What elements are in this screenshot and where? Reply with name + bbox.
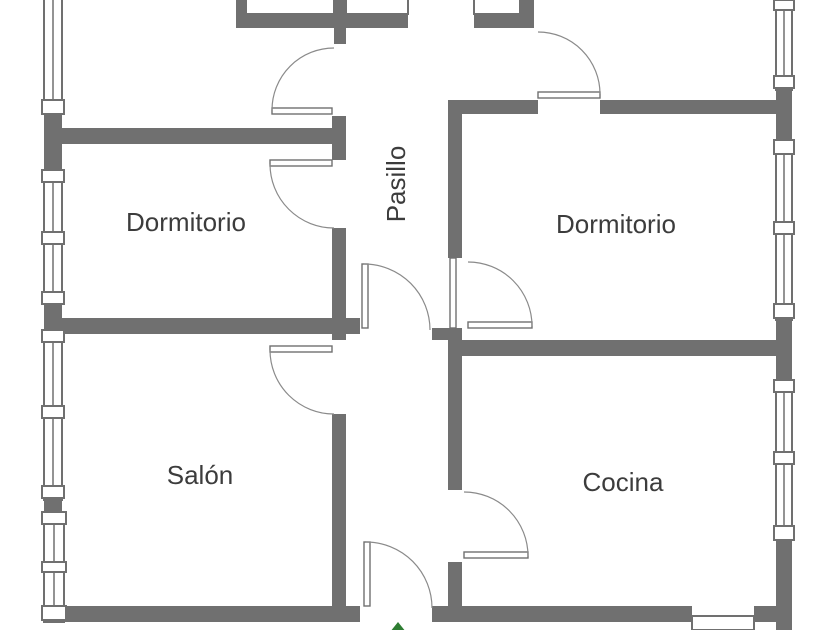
wall-top-c — [334, 0, 346, 44]
wall-dorm-left-top — [44, 128, 346, 144]
room-label-dormitorio-right: Dormitorio — [556, 209, 676, 239]
window-top-mid — [345, 0, 409, 15]
window-bottom-right — [691, 615, 755, 630]
doors — [269, 31, 601, 609]
wall-top-e — [520, 0, 534, 28]
windows-top — [245, 0, 521, 15]
door-upper-left — [271, 47, 335, 115]
door-hallway-mid — [361, 263, 431, 331]
wall-salon-right — [332, 414, 346, 622]
wall-dorm-salon — [44, 318, 360, 334]
room-labels: Dormitorio Pasillo Dormitorio Salón Coci… — [126, 146, 676, 497]
wall-cocina-left-b — [448, 562, 462, 622]
windows-right — [691, 0, 795, 630]
walls — [44, 0, 792, 630]
wall-dorm-cocina — [448, 340, 792, 356]
window-top-left — [245, 0, 335, 15]
door-dormitorio-left — [269, 159, 335, 229]
window-top-right — [473, 0, 521, 15]
wall-dorm-right-left — [448, 100, 462, 258]
wall-bottom-corner — [754, 606, 792, 622]
wall-cocina-left-a — [448, 340, 462, 490]
wall-top-b — [236, 14, 408, 28]
door-upper-right — [537, 31, 601, 99]
wall-bottom-right — [432, 606, 692, 622]
room-label-dormitorio-left: Dormitorio — [126, 207, 246, 237]
wall-dorm-left-right — [332, 228, 346, 340]
wall-top-d — [474, 14, 534, 28]
wall-dorm-right-top-b — [600, 100, 792, 114]
wall-dorm-left-top-stub — [332, 116, 346, 160]
windows-left — [41, 0, 67, 623]
room-label-salon: Salón — [167, 460, 234, 490]
wall-dorm-right-top-a — [448, 100, 538, 114]
door-entrance — [363, 541, 433, 609]
room-label-pasillo: Pasillo — [381, 146, 411, 223]
door-salon — [269, 345, 335, 415]
door-dormitorio-right — [449, 257, 533, 329]
entrance-arrow-icon — [391, 622, 405, 630]
room-label-cocina: Cocina — [583, 467, 664, 497]
door-cocina — [463, 491, 529, 559]
wall-bottom-left — [44, 606, 360, 622]
wall-door-stub — [432, 328, 462, 340]
